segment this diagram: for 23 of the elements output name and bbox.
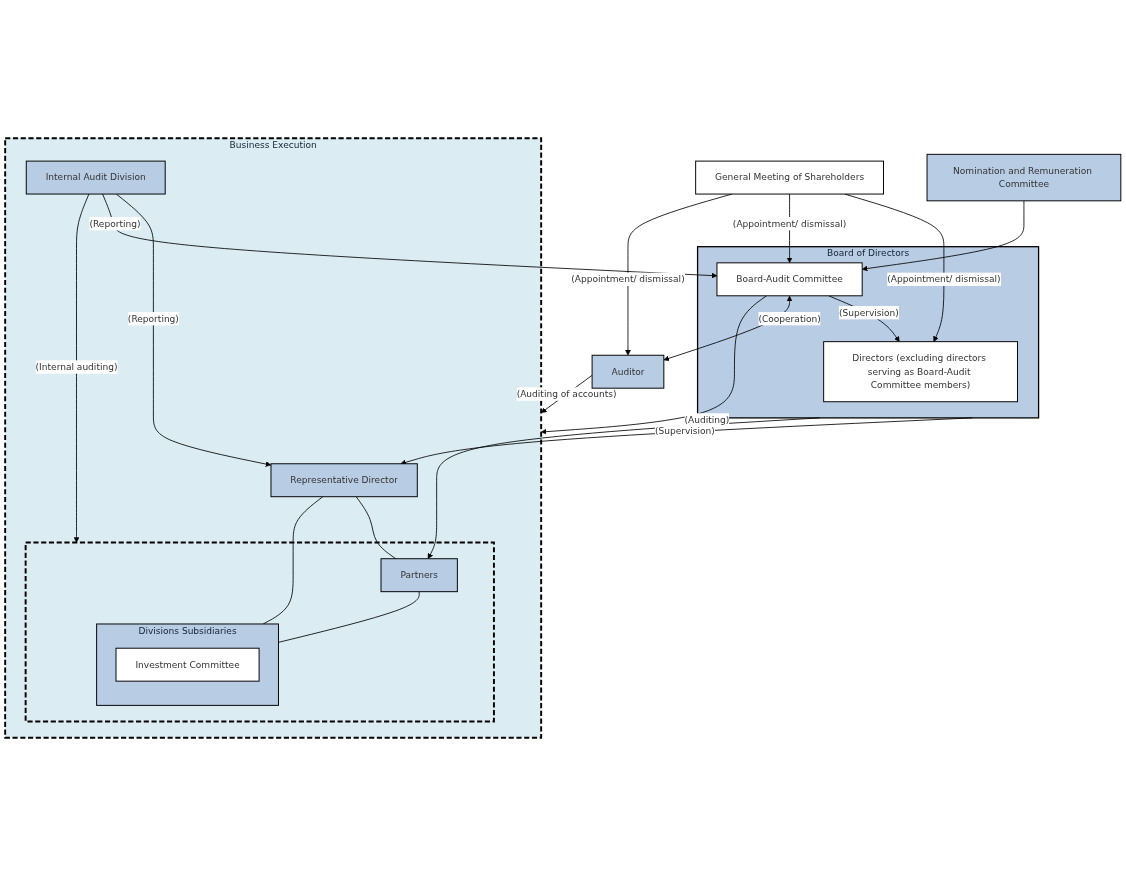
- edge-label: (Auditing of accounts): [516, 388, 617, 399]
- node-box: Representative Director: [270, 462, 418, 497]
- node-box: Board-Audit Committee: [716, 261, 863, 296]
- edge-label: (Internal auditing): [35, 361, 118, 372]
- edge-label: (Appointment/ dismissal): [887, 273, 1001, 284]
- edge-label: (Appointment/ dismissal): [732, 217, 847, 229]
- node-box: Investment Committee: [115, 647, 260, 682]
- edge-label: (Reporting): [89, 217, 141, 229]
- connector: [278, 590, 420, 643]
- edge-label: (Cooperation): [758, 312, 821, 324]
- node-box: Directors (excluding directors serving as Board-Audit Committee members): [823, 340, 1018, 402]
- node-box: General Meeting of Shareholders: [695, 160, 884, 195]
- cluster: [24, 541, 495, 723]
- edge-label: (Supervision): [838, 306, 899, 318]
- node-box: Internal Audit Division: [25, 160, 166, 195]
- node-box: Auditor: [591, 354, 665, 389]
- node-box: Nomination and Remuneration Committee: [926, 153, 1122, 201]
- edge-label: (Supervision): [654, 425, 715, 436]
- edge-label: (Appointment/ dismissal): [571, 273, 685, 284]
- node-box: Partners: [380, 557, 458, 592]
- edge-label: (Auditing): [684, 414, 730, 425]
- edge-label: (Reporting): [127, 312, 179, 324]
- connector: [355, 495, 397, 559]
